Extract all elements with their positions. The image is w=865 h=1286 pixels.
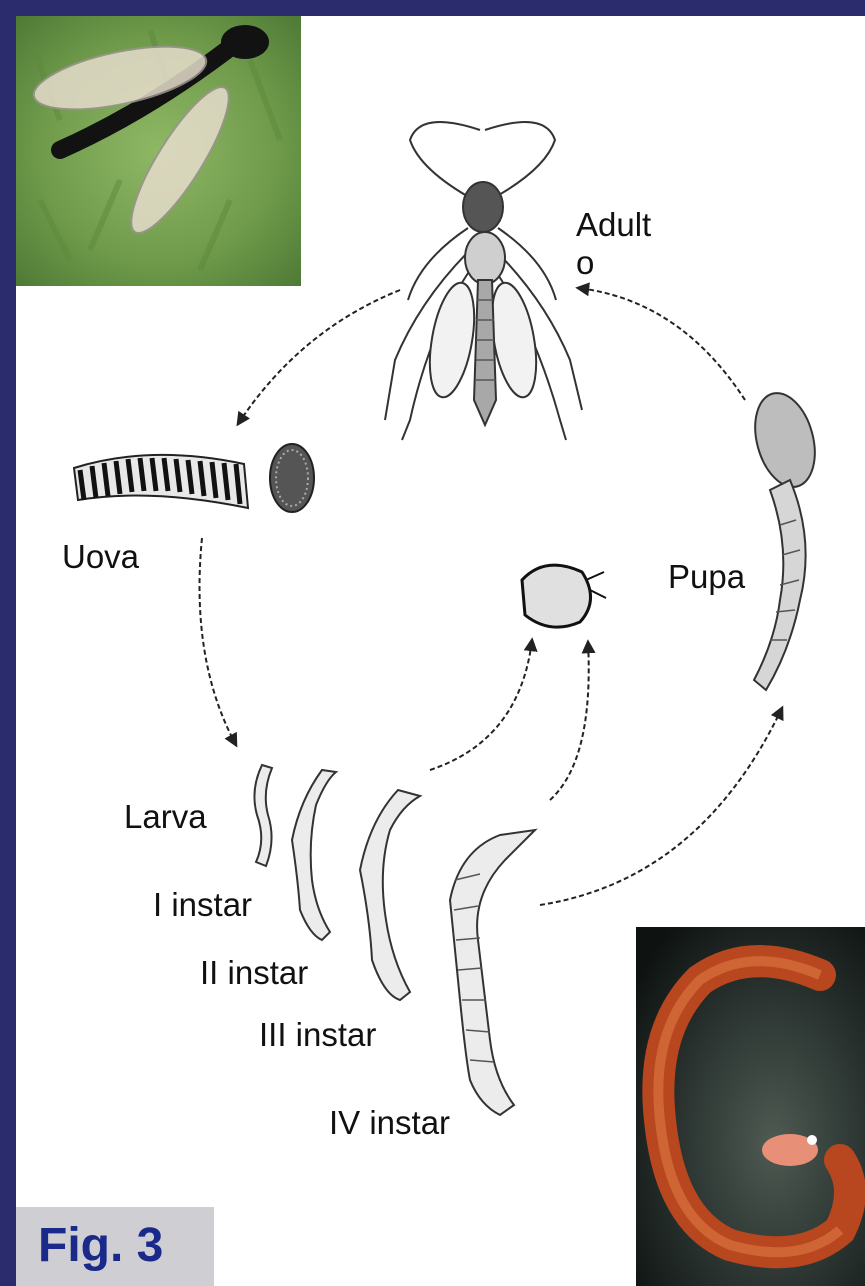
arrow-instar4-to-emerging — [550, 642, 589, 800]
emerging-pupa-illustration — [522, 565, 606, 627]
arrow-adult-to-eggs — [238, 290, 400, 424]
pupa-illustration — [746, 386, 825, 690]
label-pupa: Pupa — [668, 558, 745, 596]
larva-instars-illustration — [254, 765, 535, 1115]
label-larva: Larva — [124, 798, 207, 836]
figure-label: Fig. 3 — [38, 1218, 163, 1274]
label-eggs: Uova — [62, 538, 139, 576]
adult-illustration — [385, 122, 582, 440]
arrow-pupa-to-adult — [578, 288, 745, 400]
adult-midge-photo — [16, 16, 301, 286]
label-instar-1: I instar — [153, 886, 252, 924]
arrow-eggs-to-larva — [200, 538, 236, 745]
egg-mass-illustration — [74, 444, 314, 512]
label-instar-4: IV instar — [329, 1104, 450, 1142]
label-instar-2: II instar — [200, 954, 308, 992]
label-adult: Adult o — [576, 206, 651, 282]
label-instar-3: III instar — [259, 1016, 376, 1054]
arrow-instar3-to-emerging — [430, 640, 532, 770]
arrow-instar4-to-pupa — [540, 708, 782, 905]
red-larva-photo — [636, 927, 865, 1286]
